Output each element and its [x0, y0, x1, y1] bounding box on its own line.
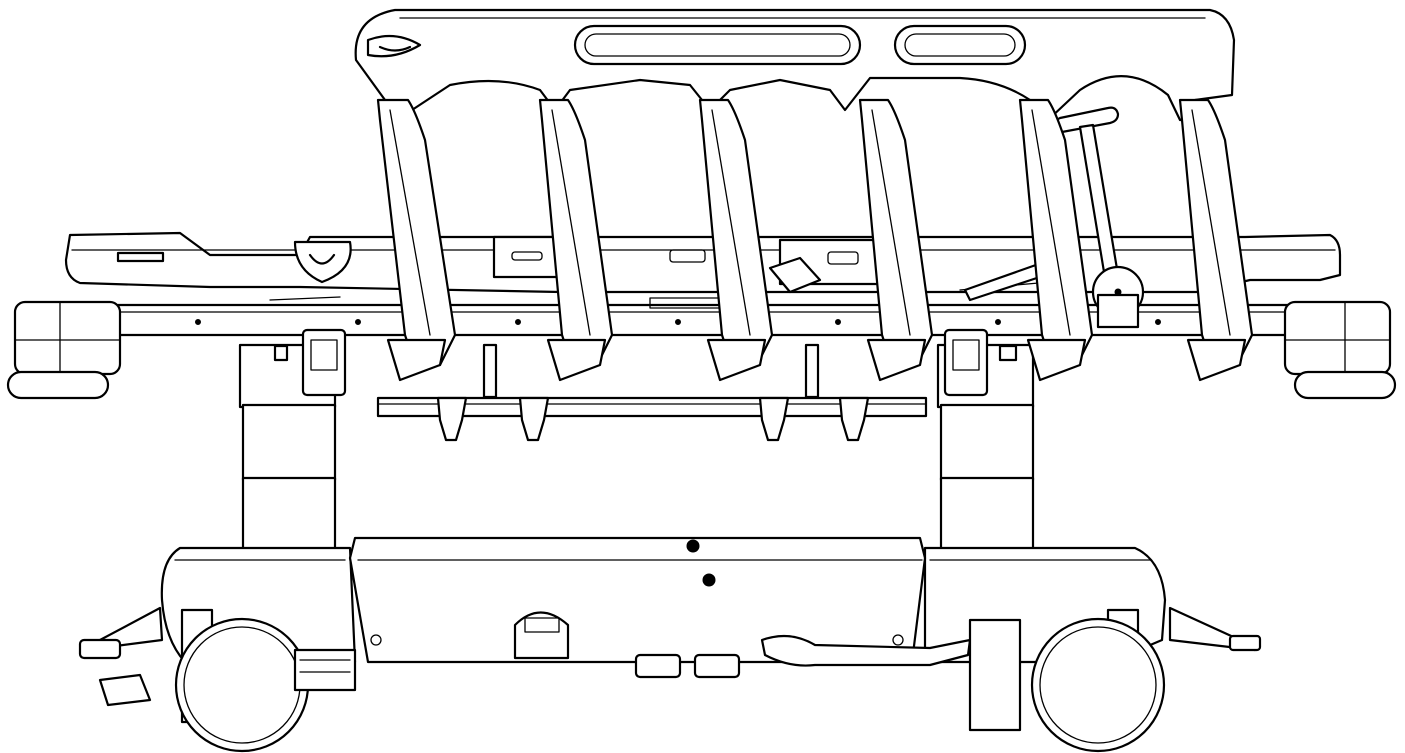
- brake-pedal-bar: [78, 606, 1262, 707]
- bumper-right: [1283, 300, 1397, 400]
- column-latch-right: [943, 328, 1018, 397]
- bumper-left: [6, 300, 122, 400]
- base-frame: [160, 536, 1167, 664]
- rail-post-6: [1178, 98, 1254, 382]
- caster-wheel-left: [174, 608, 357, 753]
- rail-post-5: [1018, 98, 1094, 382]
- rail-post-4: [858, 98, 934, 382]
- rail-post-3: [698, 98, 774, 382]
- rail-post-2: [538, 98, 614, 382]
- column-latch-left: [273, 328, 347, 397]
- side-rail: [354, 8, 1236, 122]
- base-pedal-bracket: [513, 611, 741, 679]
- accessory-rail: [376, 343, 928, 442]
- caster-wheel-right: [968, 608, 1166, 753]
- lift-column-right: [936, 343, 1035, 555]
- rail-post-1: [376, 98, 457, 382]
- patient-deck: [64, 231, 1342, 309]
